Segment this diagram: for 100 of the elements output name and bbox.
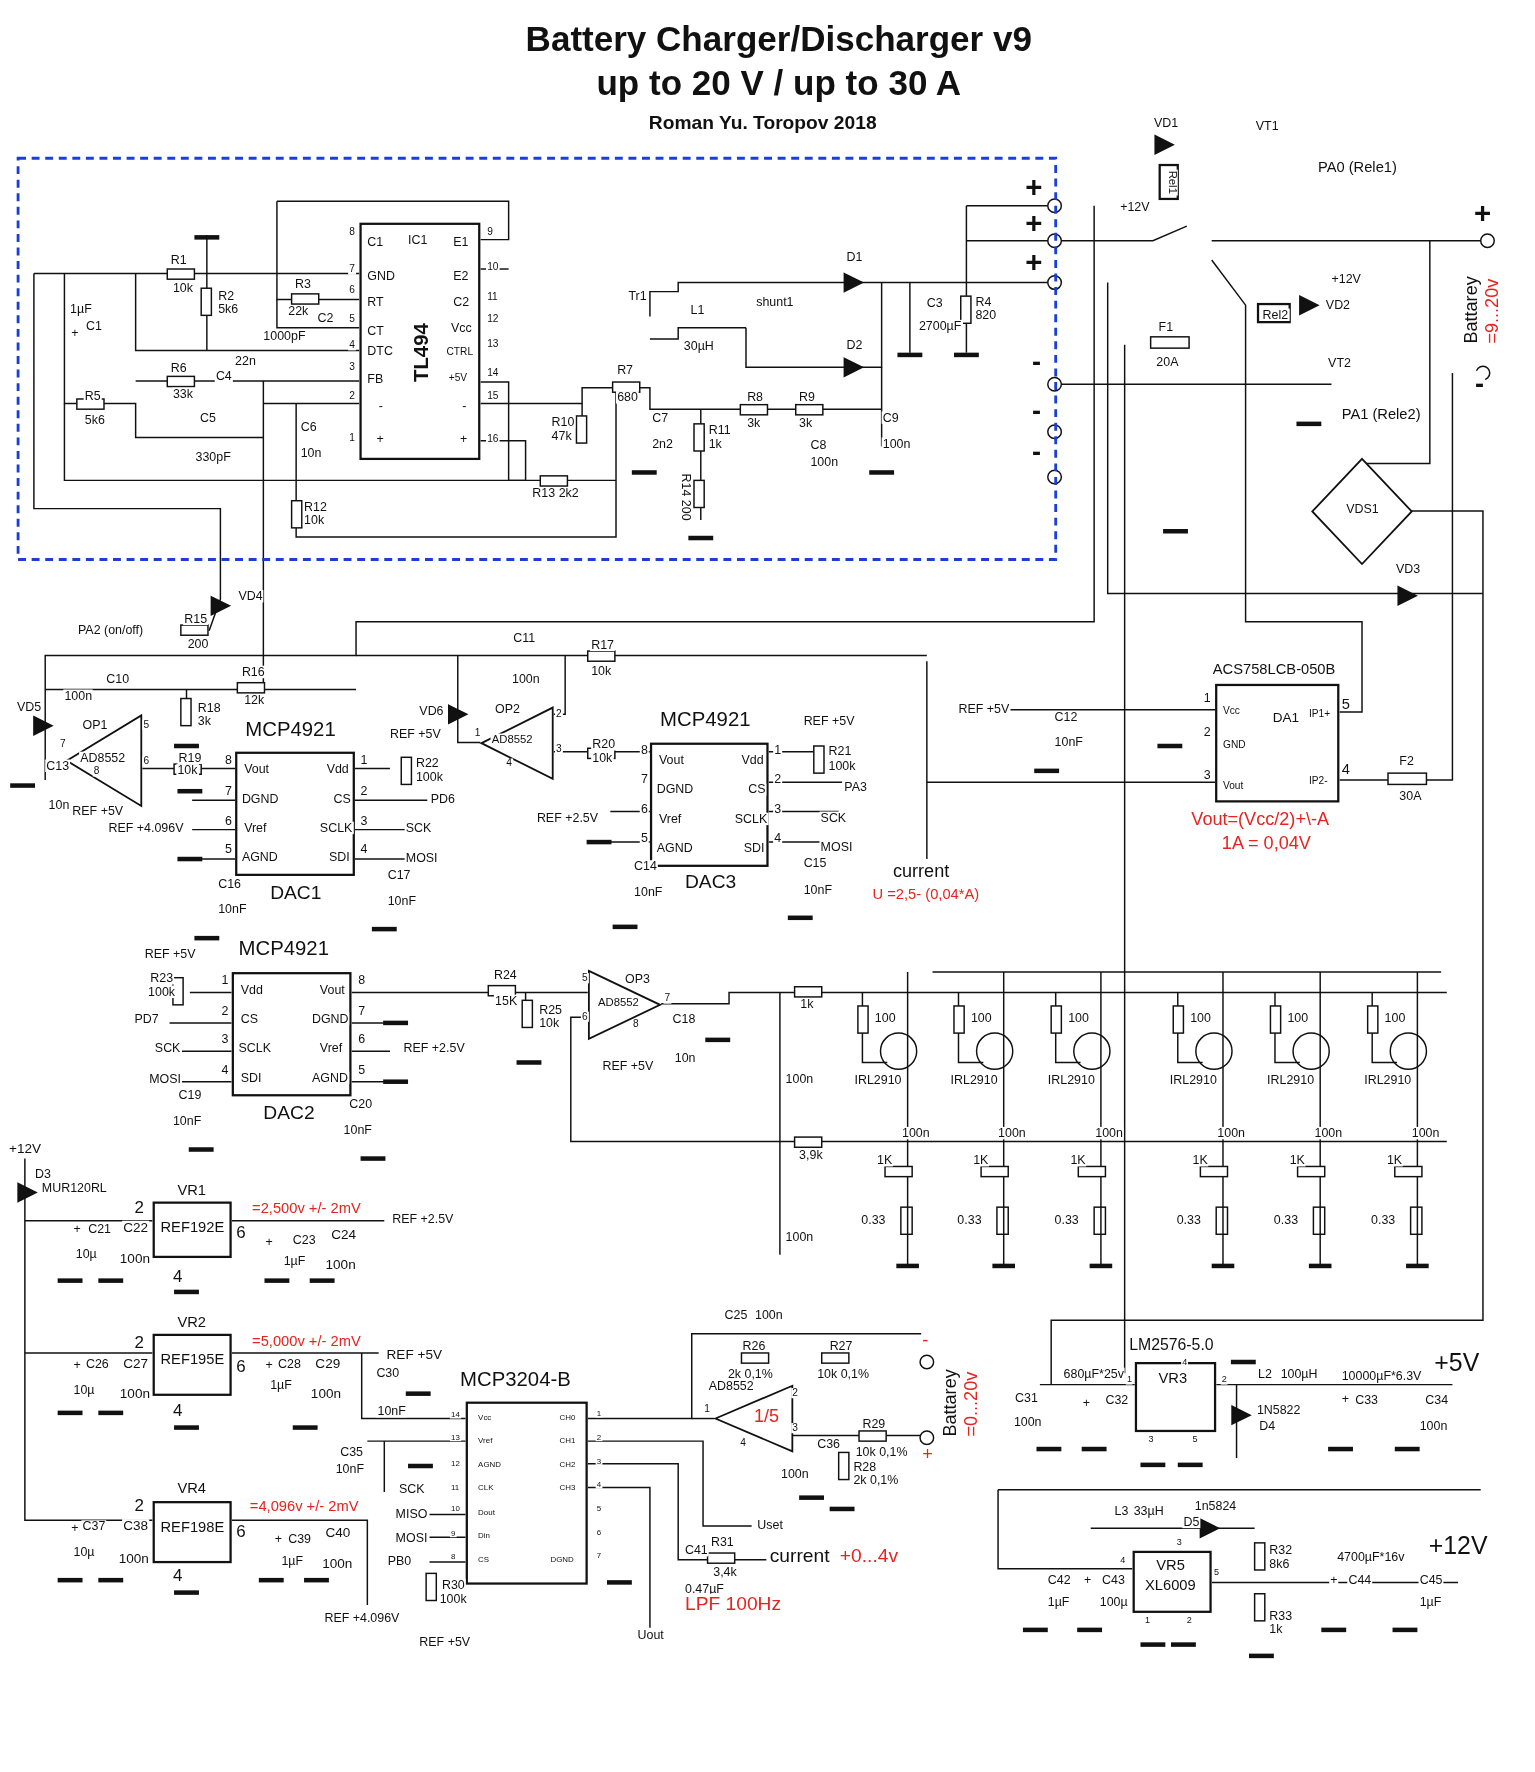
pin-label: AD8552 [490,733,534,745]
circuit-label: 1 [348,432,357,444]
pin-label: E1 [452,236,470,249]
circuit-label: 5 [1340,696,1351,711]
circuit-label: 100n [1216,1126,1247,1140]
circuit-label: 5 [357,1063,367,1077]
circuit-label: 2 [1220,1375,1228,1385]
circuit-label: 10k [302,514,326,527]
circuit-label: 1N5822 [1255,1403,1302,1417]
circuit-label: REF +4.096V [323,1611,401,1625]
circuit-label: R24 [492,968,518,982]
circuit-label: C6 [299,420,318,433]
circuit-label: SCK [153,1042,182,1055]
circuit-label: R20 [591,738,617,751]
circuit-label: REF +5V [143,948,197,961]
circuit-label: R14 200 [679,472,692,522]
pin-label: C2 [452,296,471,309]
circuit-label: 10nF [632,886,664,899]
circuit-label: 0.33 [1369,1213,1397,1227]
circuit-label: R6 [169,361,188,375]
pin-label: DGND [310,1012,350,1026]
circuit-label: VD3 [1394,562,1422,576]
circuit-label: 100n [324,1258,357,1272]
circuit-label: C18 [671,1012,697,1026]
circuit-label: R18 [196,701,222,715]
circuit-label: C14 [632,860,659,873]
circuit-label: 8 [357,974,367,987]
circuit-label: 5 [639,831,649,845]
circuit-label: 100k [438,1592,468,1606]
circuit-label: R12 [302,500,328,514]
circuit-label: +12V [1119,201,1151,214]
pin-label: Rel1 [1166,169,1178,196]
circuit-label: 100n [1094,1126,1125,1140]
circuit-label: 10nF [342,1123,374,1136]
circuit-label: REF +2.5V [535,811,600,824]
circuit-label: 3 [791,1423,800,1434]
circuit-label: 1000pF [262,330,307,343]
circuit-label: 1 [1143,1616,1152,1626]
circuit-label: R28 [852,1460,878,1473]
circuit-label: 100n [1410,1126,1441,1140]
circuit-label: 22n [233,354,257,368]
circuit-label: R7 [616,363,635,377]
pin-label: REF195E [159,1351,226,1367]
pin-label: DGND [240,792,280,805]
circuit-label: 6 [357,1033,367,1046]
circuit-label: 1µF [1046,1596,1071,1609]
pin-label: SDI [239,1071,263,1084]
circuit-label: C7 [651,411,670,424]
circuit-label: 4 [1181,1358,1189,1368]
circuit-label: 6 [223,814,233,828]
circuit-label: REF +2.5V [402,1042,466,1055]
chip-block [359,222,481,461]
circuit-label: 1k [799,998,815,1011]
circuit-label: R4 [974,296,993,309]
circuit-label: 8 [223,753,233,767]
circuit-label: 100n [753,1308,784,1322]
circuit-label: R32 [1268,1544,1294,1557]
circuit-label: Battarey [941,1368,960,1438]
circuit-label: Uset [756,1519,784,1532]
pin-label: Vref [243,821,268,835]
circuit-label: PD7 [133,1012,160,1026]
circuit-label: 4 [1340,761,1351,777]
circuit-label: C16 [217,878,243,891]
circuit-label: PA1 (Rele2) [1340,406,1422,422]
circuit-label: 22k [287,305,310,318]
pin-label: IP1+ [1307,708,1332,719]
circuit-label: 4 [171,1401,184,1419]
circuit-label: 13 [486,339,500,350]
circuit-label: F2 [1398,755,1415,768]
circuit-label: 1µF [1418,1596,1443,1609]
circuit-label: 2 [1185,1616,1193,1626]
circuit-label: Battarey [1462,275,1481,345]
circuit-label: Tr1 [627,289,648,302]
circuit-label: C3 [925,297,944,310]
circuit-label: 2k 0,1% [852,1473,900,1487]
circuit-label: 1K [1288,1154,1307,1167]
circuit-label: 8 [92,766,101,777]
circuit-label: 1 [1125,1375,1134,1385]
circuit-label: LPF 100Hz [683,1593,783,1613]
pin-label: REF198E [159,1519,226,1534]
circuit-label: 9 [486,227,494,238]
circuit-label: 5 [223,843,233,856]
circuit-label: =2,500v +/- 2mV [250,1200,362,1216]
circuit-label: 1K [1385,1154,1404,1167]
circuit-label: 14 [486,368,500,379]
circuit-label: 1µF [269,1378,293,1392]
circuit-label: 12k [243,694,266,707]
circuit-label: SCK [397,1482,426,1496]
circuit-label: 1K [972,1154,990,1167]
circuit-label: =0...20v [961,1370,980,1438]
circuit-label: 1K [1069,1154,1087,1167]
circuit-label: 5 [348,314,357,325]
pin-label: Rel2 [1261,308,1290,321]
pin-label: VDS1 [1345,503,1380,516]
circuit-label: 5k6 [217,302,240,316]
circuit-label: C41 [683,1544,709,1557]
circuit-label: 10n [299,446,323,459]
circuit-label: C40 [324,1525,352,1540]
circuit-label: 12 [486,314,500,325]
circuit-label: 10nF [386,895,418,908]
